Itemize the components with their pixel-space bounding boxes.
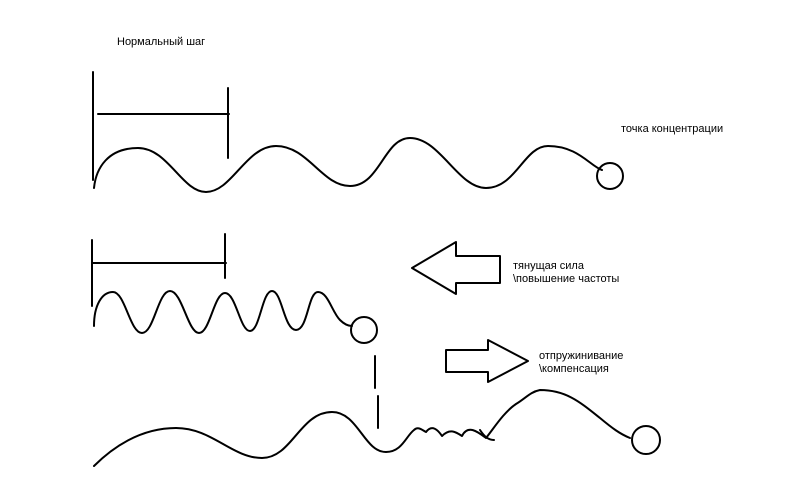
- springback-wave: [93, 389, 631, 467]
- right-arrow-icon: [445, 339, 529, 383]
- normal-step-label: Нормальный шаг: [117, 36, 206, 48]
- springback-wave-hook: [479, 429, 495, 441]
- springback-wave-group: [93, 389, 661, 467]
- compressed-wave: [93, 290, 353, 334]
- pulling-force-label-line1: тянущая сила: [513, 260, 584, 272]
- springback-label-line1: отпружинивание: [539, 350, 624, 362]
- normal-wave: [93, 137, 603, 193]
- compressed-wave-group: [91, 233, 378, 344]
- left-arrow-icon: [411, 241, 501, 295]
- pulling-force-label-line2: \повышение частоты: [513, 273, 620, 285]
- springback-label-line2: \компенсация: [539, 363, 609, 375]
- concentration-point-label: точка концентрации: [621, 123, 724, 135]
- compressed-end-circle: [350, 316, 378, 344]
- springback-end-circle: [631, 425, 661, 455]
- pulling-force-label: тянущая сила \повышение частоты: [513, 260, 619, 286]
- concentration-point-circle: [596, 162, 624, 190]
- normal-wave-group: [92, 71, 624, 193]
- springback-label: отпружинивание \компенсация: [539, 350, 623, 376]
